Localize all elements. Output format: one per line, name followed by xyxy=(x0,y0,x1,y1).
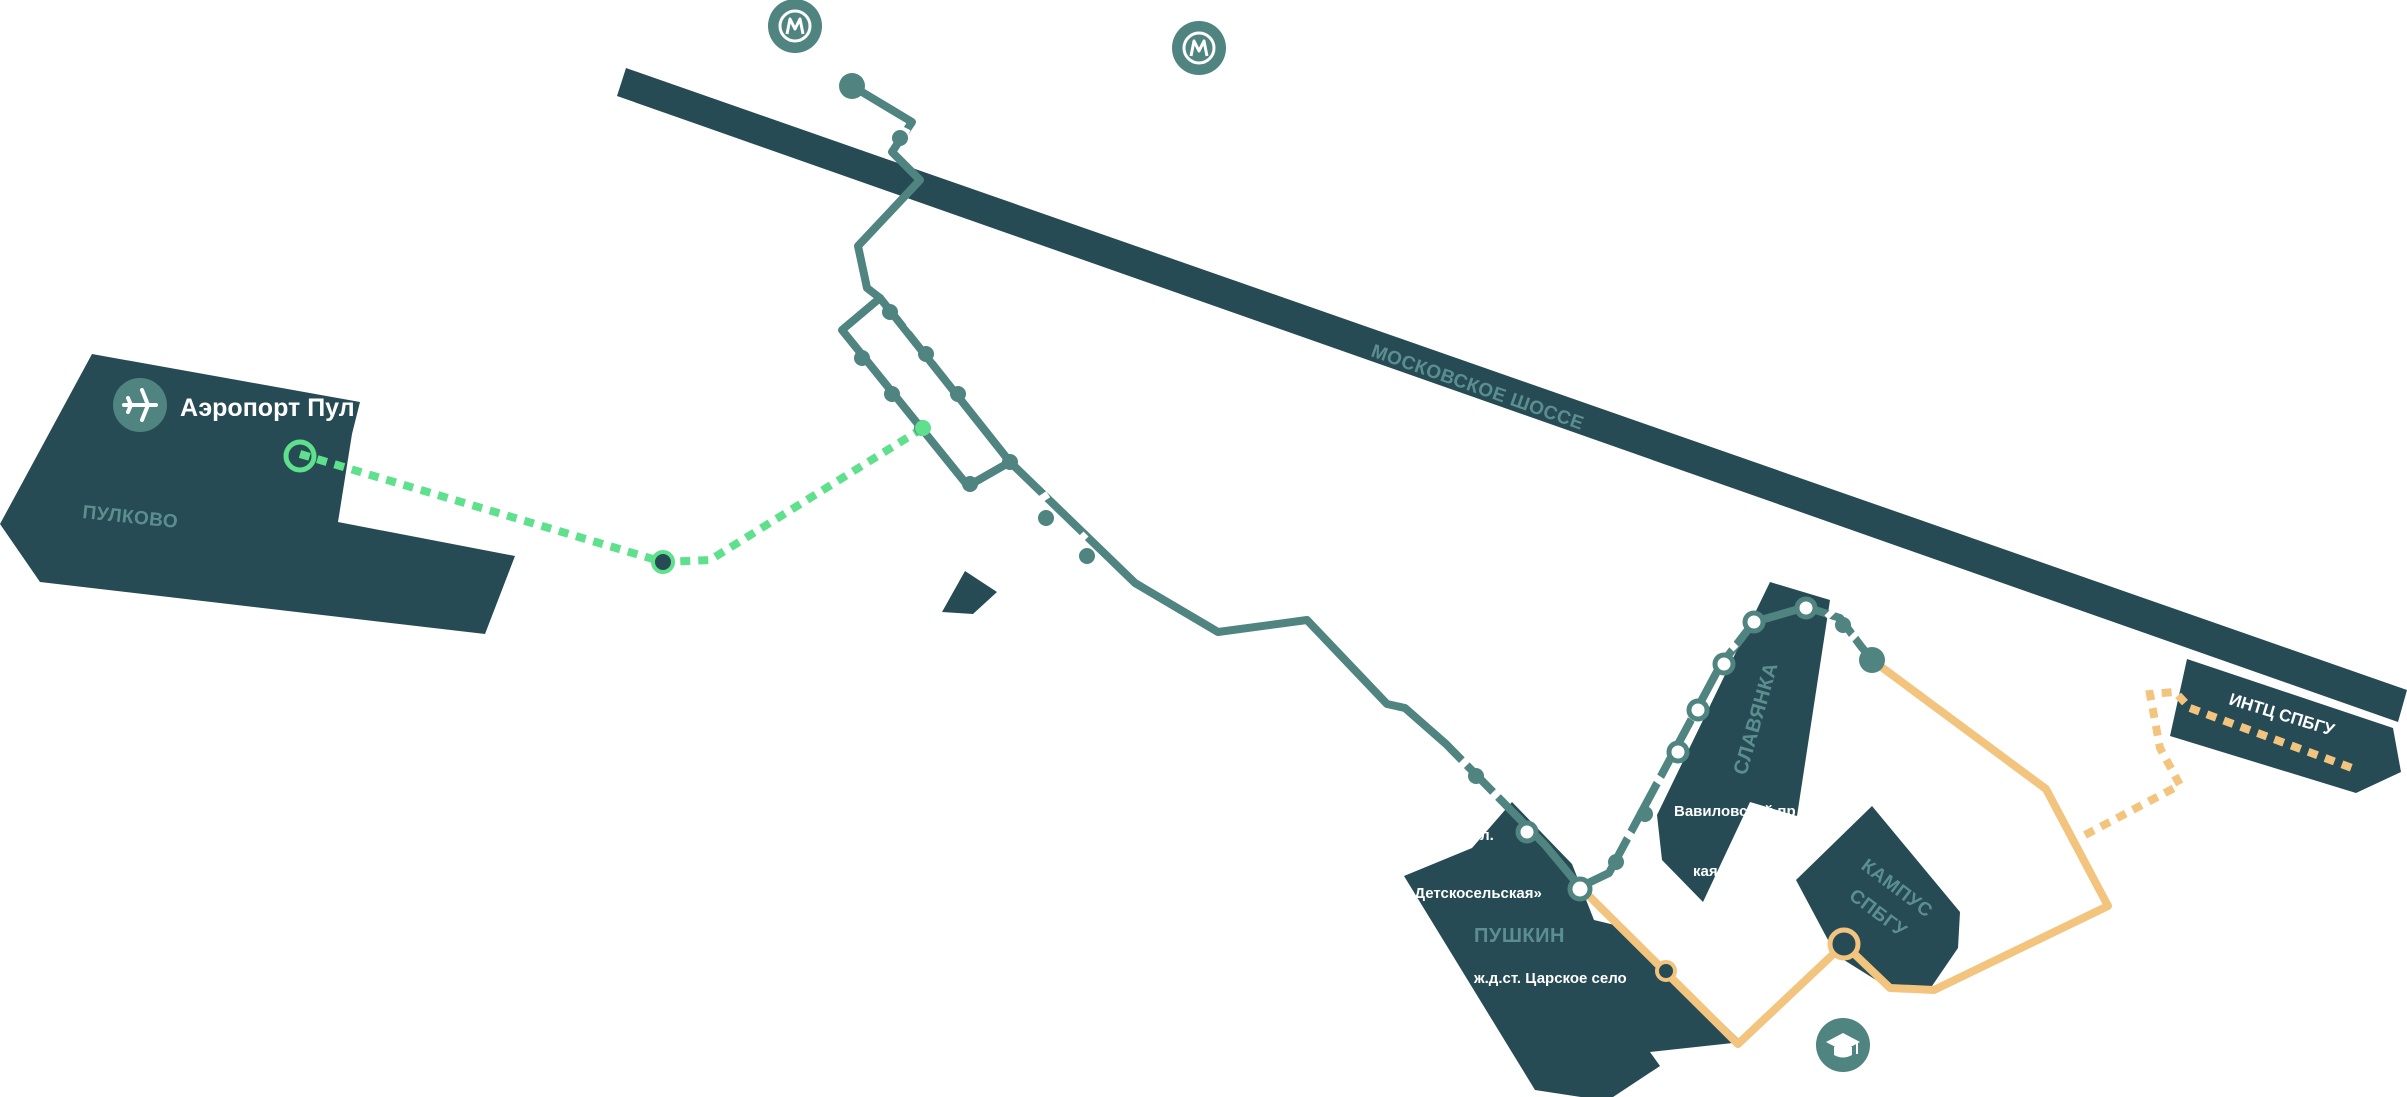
teal-route-main xyxy=(1006,458,1584,891)
stop[interactable] xyxy=(1742,610,1766,634)
vavilovsky-label: Вавиловский пр xyxy=(1674,803,1796,820)
stop[interactable] xyxy=(1567,876,1593,902)
stop[interactable] xyxy=(1835,617,1851,633)
airport-stop[interactable] xyxy=(283,439,317,473)
stop[interactable] xyxy=(918,346,934,362)
orange-stop[interactable] xyxy=(1655,960,1677,982)
stop[interactable] xyxy=(839,73,865,99)
green-stop[interactable] xyxy=(915,420,931,436)
slavyanka-district[interactable] xyxy=(1657,582,1830,902)
detskoselskaya-label: «Детскосельская» xyxy=(1406,885,1542,902)
stops xyxy=(283,73,1885,982)
metro-icon[interactable] xyxy=(1172,21,1226,75)
terminal-stop[interactable] xyxy=(1859,647,1885,673)
stop[interactable] xyxy=(854,350,870,366)
metro-icon[interactable] xyxy=(768,0,822,53)
street-label: ул. xyxy=(1472,827,1494,844)
stop[interactable] xyxy=(1468,768,1484,784)
intc-spbgu-area[interactable] xyxy=(2170,659,2401,793)
green-route-line xyxy=(298,424,926,567)
stop[interactable] xyxy=(1515,820,1539,844)
stop[interactable] xyxy=(950,386,966,402)
district-shapes xyxy=(0,68,2407,1097)
stop[interactable] xyxy=(882,304,898,320)
orange-route[interactable] xyxy=(1576,656,2112,1048)
pushkin-district[interactable] xyxy=(1404,802,1742,1097)
stop[interactable] xyxy=(1637,806,1653,822)
airport-label[interactable]: Аэропорт Пул xyxy=(180,394,355,422)
green-stop[interactable] xyxy=(651,550,675,574)
stop[interactable] xyxy=(1079,548,1095,564)
stop[interactable] xyxy=(1038,510,1054,526)
teal-route-slavyanka xyxy=(1576,603,1876,891)
map-labels: Аэропорт Пул ПУЛКОВО МОСКОВСКОЕ ШОССЕ СЛ… xyxy=(81,341,2337,987)
orange-route-intc-link xyxy=(2083,687,2193,839)
stop[interactable] xyxy=(1686,698,1710,722)
stop[interactable] xyxy=(962,476,978,492)
highway-label: МОСКОВСКОЕ ШОССЕ xyxy=(1368,341,1586,435)
orange-route-pushkin xyxy=(1576,656,2112,1048)
stop[interactable] xyxy=(1712,652,1736,676)
airplane-icon xyxy=(113,378,167,432)
stop[interactable] xyxy=(892,130,908,146)
moscow-highway[interactable] xyxy=(617,68,2407,722)
small-parcel xyxy=(942,571,997,614)
pushkin-label: ПУШКИН xyxy=(1474,925,1565,947)
stop[interactable] xyxy=(1002,454,1018,470)
teal-route-upper xyxy=(838,82,972,490)
campus-stop[interactable] xyxy=(1827,927,1861,961)
teal-ring-stops xyxy=(1515,596,1818,902)
stop[interactable] xyxy=(1794,596,1818,620)
stop[interactable] xyxy=(1666,740,1690,764)
stop[interactable] xyxy=(884,386,900,402)
tsarskoe-selo-label: ж.д.ст. Царское село xyxy=(1473,970,1627,987)
stop[interactable] xyxy=(1608,854,1624,870)
graduation-cap-icon[interactable] xyxy=(1816,1018,1870,1072)
street-label: кая ул. xyxy=(1693,863,1744,880)
green-route[interactable] xyxy=(298,424,926,567)
